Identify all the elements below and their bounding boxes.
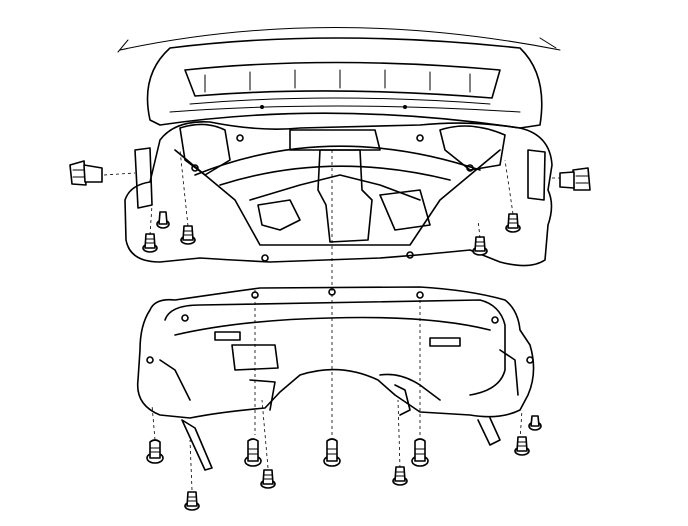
frame-fastener — [472, 236, 488, 256]
frame-fastener — [180, 225, 196, 245]
shield-fastener — [514, 436, 530, 456]
frame-fastener — [142, 233, 158, 253]
shield-fastener — [184, 491, 200, 511]
shield-fastener — [411, 438, 429, 467]
shield-fastener-group — [146, 399, 542, 511]
front-bumper — [117, 27, 561, 129]
side-clip-right — [552, 167, 591, 191]
shield-fastener — [323, 438, 341, 467]
engine-splash-shield — [136, 286, 535, 471]
shield-fastener — [244, 438, 262, 467]
shield-fastener — [392, 466, 408, 486]
shield-fastener — [260, 469, 276, 489]
side-clip-left — [69, 160, 136, 186]
frame-fastener — [156, 211, 170, 229]
frame-fastener-group — [142, 149, 521, 256]
frame-fastener — [505, 213, 521, 233]
radiator-support-frame — [124, 121, 553, 267]
shield-fastener — [528, 415, 542, 431]
shield-fastener — [146, 439, 164, 464]
